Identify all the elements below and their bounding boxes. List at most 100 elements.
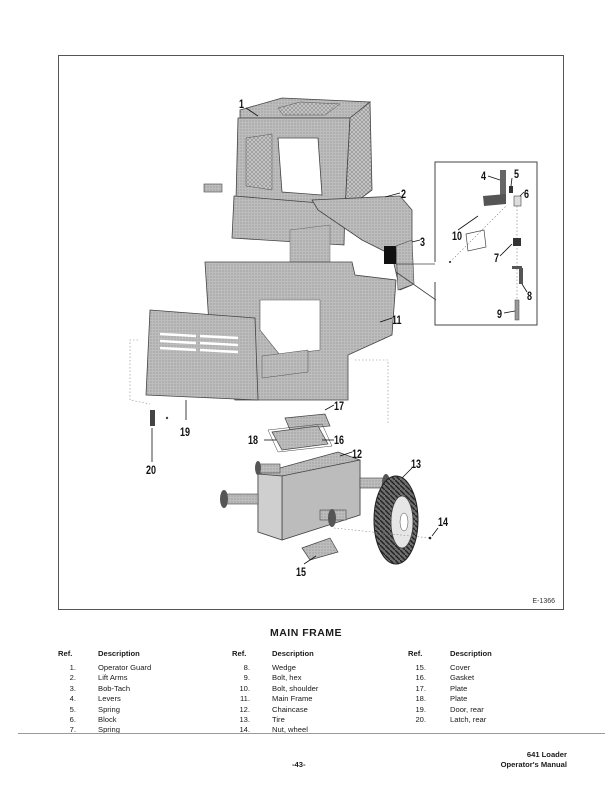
callout-13: 13 [411, 458, 421, 472]
parts-column-1: Ref.Description 1.Operator Guard 2.Lift … [58, 649, 151, 736]
ref-number: 12. [239, 704, 250, 714]
callout-14: 14 [438, 516, 448, 530]
ref-header: Ref. [58, 649, 73, 658]
part-description: Cover [450, 663, 471, 672]
part-description: Lift Arms [98, 673, 128, 683]
callout-2: 2 [401, 188, 406, 202]
part-description: Main Frame [272, 694, 313, 704]
ref-number: 11. [240, 694, 250, 704]
callout-11: 11 [392, 314, 402, 328]
part-description: Wedge [272, 663, 296, 672]
part-description: Spring [98, 725, 120, 735]
parts-column-3: Ref.Description 15.Cover 16.Gasket 17.Pl… [408, 649, 492, 725]
page-number: -43- [292, 760, 306, 769]
tire-part [333, 475, 431, 565]
description-header: Description [272, 649, 314, 658]
callout-8: 8 [527, 290, 532, 304]
ref-number: 5. [69, 704, 76, 714]
part-description: Bolt, hex [272, 673, 302, 683]
parts-row: 8. Wedge [232, 663, 318, 673]
part-description: Bolt, shoulder [272, 683, 319, 693]
callout-12: 12 [352, 448, 362, 462]
leader-lines [151, 107, 528, 565]
parts-row: 16. Gasket [408, 673, 492, 683]
parts-row: 5. Spring [58, 705, 151, 715]
ref-number: 8. [243, 663, 250, 672]
part-description: Bob-Tach [98, 683, 131, 693]
callout-3: 3 [420, 236, 425, 250]
part-description: Tire [272, 714, 285, 724]
parts-column-2: Ref.Description 8. Wedge 9. Bolt, hex 10.B… [232, 649, 318, 736]
parts-header: Ref.Description [232, 649, 318, 663]
parts-row: 12. Chaincase [232, 705, 318, 715]
footer-model: 641 Loader [526, 750, 567, 759]
ref-header: Ref. [408, 649, 423, 658]
ref-number: 20. [415, 714, 426, 724]
footer-manual: Operator's Manual [500, 760, 567, 769]
parts-header: Ref. Description [408, 649, 492, 663]
callout-15: 15 [296, 566, 306, 580]
parts-row: 11. Main Frame [232, 694, 318, 704]
plates-gasket-part [267, 413, 333, 453]
callout-labels: 1 2 3 4 5 6 7 8 9 10 11 12 13 14 15 16 1… [146, 98, 532, 580]
callout-9: 9 [497, 308, 502, 322]
part-description: Gasket [450, 673, 475, 683]
ref-number: 6. [69, 714, 76, 724]
ref-number: 19. [415, 704, 426, 714]
parts-row: 9. Bolt, hex [232, 673, 318, 683]
illustration-frame: E-1366 [58, 55, 564, 610]
part-description: Plate [450, 694, 468, 704]
parts-row: 2.Lift Arms [58, 673, 151, 683]
ref-number: 15. [415, 663, 426, 672]
bob-tach-detail-inset [395, 161, 538, 326]
lift-arms-part [289, 195, 413, 291]
ref-number: 18. [415, 694, 426, 704]
ref-number: 9. [243, 673, 250, 683]
callout-4: 4 [481, 170, 486, 184]
ref-number: 7. [69, 725, 76, 735]
bob-tach-part [384, 239, 415, 291]
cover-part [301, 537, 339, 561]
callout-20: 20 [146, 464, 156, 478]
parts-row: 10.Bolt, shoulder [232, 684, 318, 694]
parts-row: 7. Spring [58, 725, 151, 735]
part-description: Chaincase [272, 704, 308, 714]
callout-6: 6 [524, 188, 529, 202]
parts-row: 6. Block [58, 715, 151, 725]
parts-row: 20.Latch, rear [408, 715, 492, 725]
parts-row: 3. Bob-Tach [58, 684, 151, 694]
part-description: Nut, wheel [272, 725, 308, 735]
parts-row: 4.Levers [58, 694, 151, 704]
ref-number: 13. [239, 714, 250, 724]
part-description: Door, rear [450, 704, 484, 714]
callout-17: 17 [334, 400, 344, 414]
callout-10: 10 [452, 230, 462, 244]
parts-row: 15. Cover [408, 663, 492, 673]
ref-number: 16. [415, 673, 426, 683]
chaincase-part [220, 451, 390, 541]
footer: 641 Loader Operator's Manual [501, 750, 567, 770]
ref-number: 14. [239, 725, 250, 735]
rear-door-part [129, 309, 259, 405]
parts-row: 13. Tire [232, 715, 318, 725]
wheel-nut-part [428, 536, 432, 540]
figure-id: E-1366 [532, 598, 555, 605]
description-header: Description [450, 649, 492, 658]
part-description: Spring [98, 704, 120, 714]
part-description: Levers [98, 694, 121, 704]
callout-1: 1 [239, 98, 244, 112]
part-description: Block [98, 714, 117, 724]
parts-header: Ref.Description [58, 649, 151, 663]
ref-number: 3. [69, 683, 76, 693]
callout-18: 18 [248, 434, 258, 448]
operator-guard-part [203, 97, 373, 246]
part-description: Operator Guard [98, 663, 152, 672]
callout-5: 5 [514, 168, 519, 182]
parts-row: 19. Door, rear [408, 705, 492, 715]
parts-row: 14. Nut, wheel [232, 725, 318, 735]
parts-row: 1.Operator Guard [58, 663, 152, 673]
parts-row: 18. Plate [408, 694, 492, 704]
callout-16: 16 [334, 434, 344, 448]
rear-latch-part [150, 410, 169, 426]
